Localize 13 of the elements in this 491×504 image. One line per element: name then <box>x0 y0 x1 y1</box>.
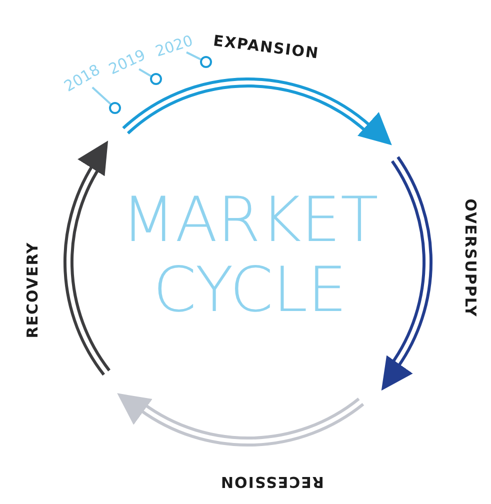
title: MARKET CYCLE <box>120 185 380 325</box>
phase-label: EXPANSION <box>212 32 320 62</box>
year-label: 2019 <box>106 46 148 78</box>
leader-line <box>186 51 202 60</box>
phase-label: RECESSION <box>220 473 324 491</box>
phase-label: OVERSUPPLY <box>460 198 479 318</box>
marker-dot <box>109 102 121 114</box>
phase-label: RECOVERY <box>22 242 41 338</box>
year-label: 2020 <box>153 32 196 60</box>
marker-dot <box>200 56 212 68</box>
leader-line <box>92 86 112 105</box>
marker-dot <box>150 73 162 85</box>
leader-line <box>138 68 152 77</box>
